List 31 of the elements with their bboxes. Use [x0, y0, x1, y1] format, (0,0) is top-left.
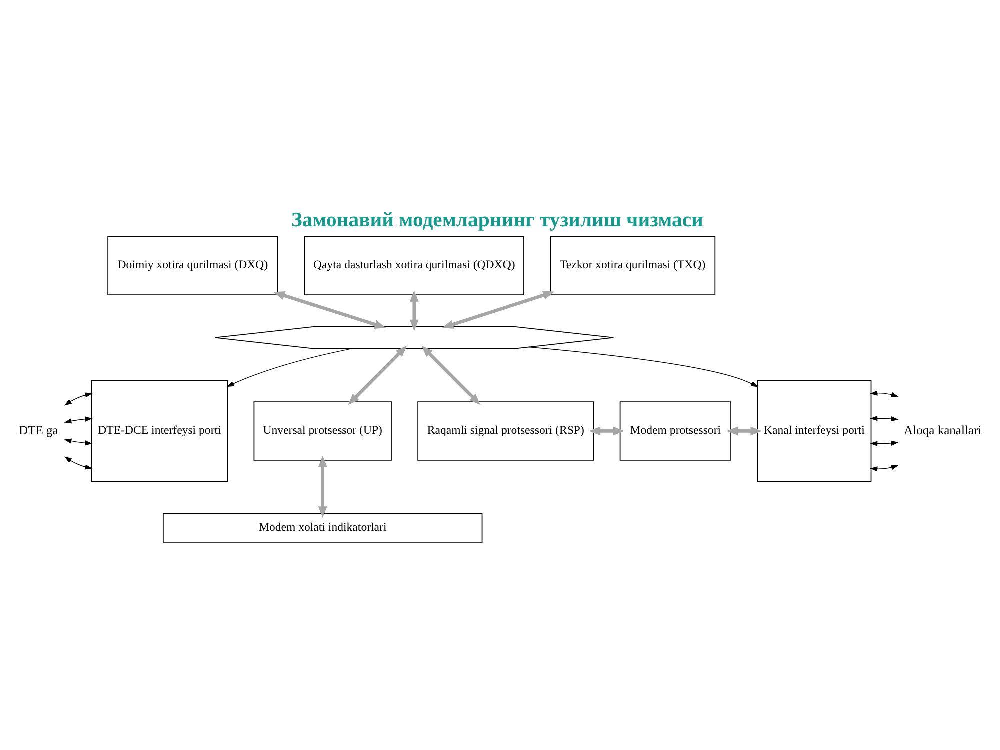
node-arrow: [214, 326, 614, 349]
arrow: [64, 392, 93, 406]
node-box: Tezkor xotira qurilmasi (TXQ): [550, 236, 716, 295]
node-text: Aloqa kanallari: [904, 422, 982, 437]
node-text: DTE ga: [19, 422, 58, 437]
arrow: [318, 455, 328, 518]
arrow: [64, 416, 93, 424]
arrow: [348, 345, 408, 405]
arrow: [726, 426, 762, 436]
arrow: [589, 426, 625, 436]
arrow: [226, 348, 352, 387]
arrow: [410, 290, 419, 331]
arrow: [870, 440, 899, 446]
diagram-title: Замонавий модемларнинг тузилиш чизмаси: [291, 209, 704, 232]
node-box: Unversal protsessor (UP): [254, 401, 392, 460]
node-box: Modem xolati indikatorlari: [162, 512, 483, 543]
arrow: [870, 464, 899, 472]
node-box: Doimiy xotira qurilmasi (DXQ): [108, 236, 278, 295]
node-box: Kanal interfeysi porti: [757, 380, 872, 482]
arrow: [274, 291, 386, 328]
arrow: [442, 290, 555, 328]
arrow: [870, 416, 899, 422]
node-box: Modem protsessori: [620, 401, 732, 460]
arrow: [64, 456, 93, 470]
node-box: Raqamli signal protsessori (RSP): [418, 401, 594, 460]
arrow: [528, 346, 759, 387]
node-box: DTE-DCE interfeysi porti: [91, 380, 228, 482]
arrow: [870, 390, 899, 397]
arrow: [64, 438, 93, 446]
arrow: [422, 345, 481, 405]
node-box: Qayta dasturlash xotira qurilmasi (QDXQ): [304, 236, 524, 295]
